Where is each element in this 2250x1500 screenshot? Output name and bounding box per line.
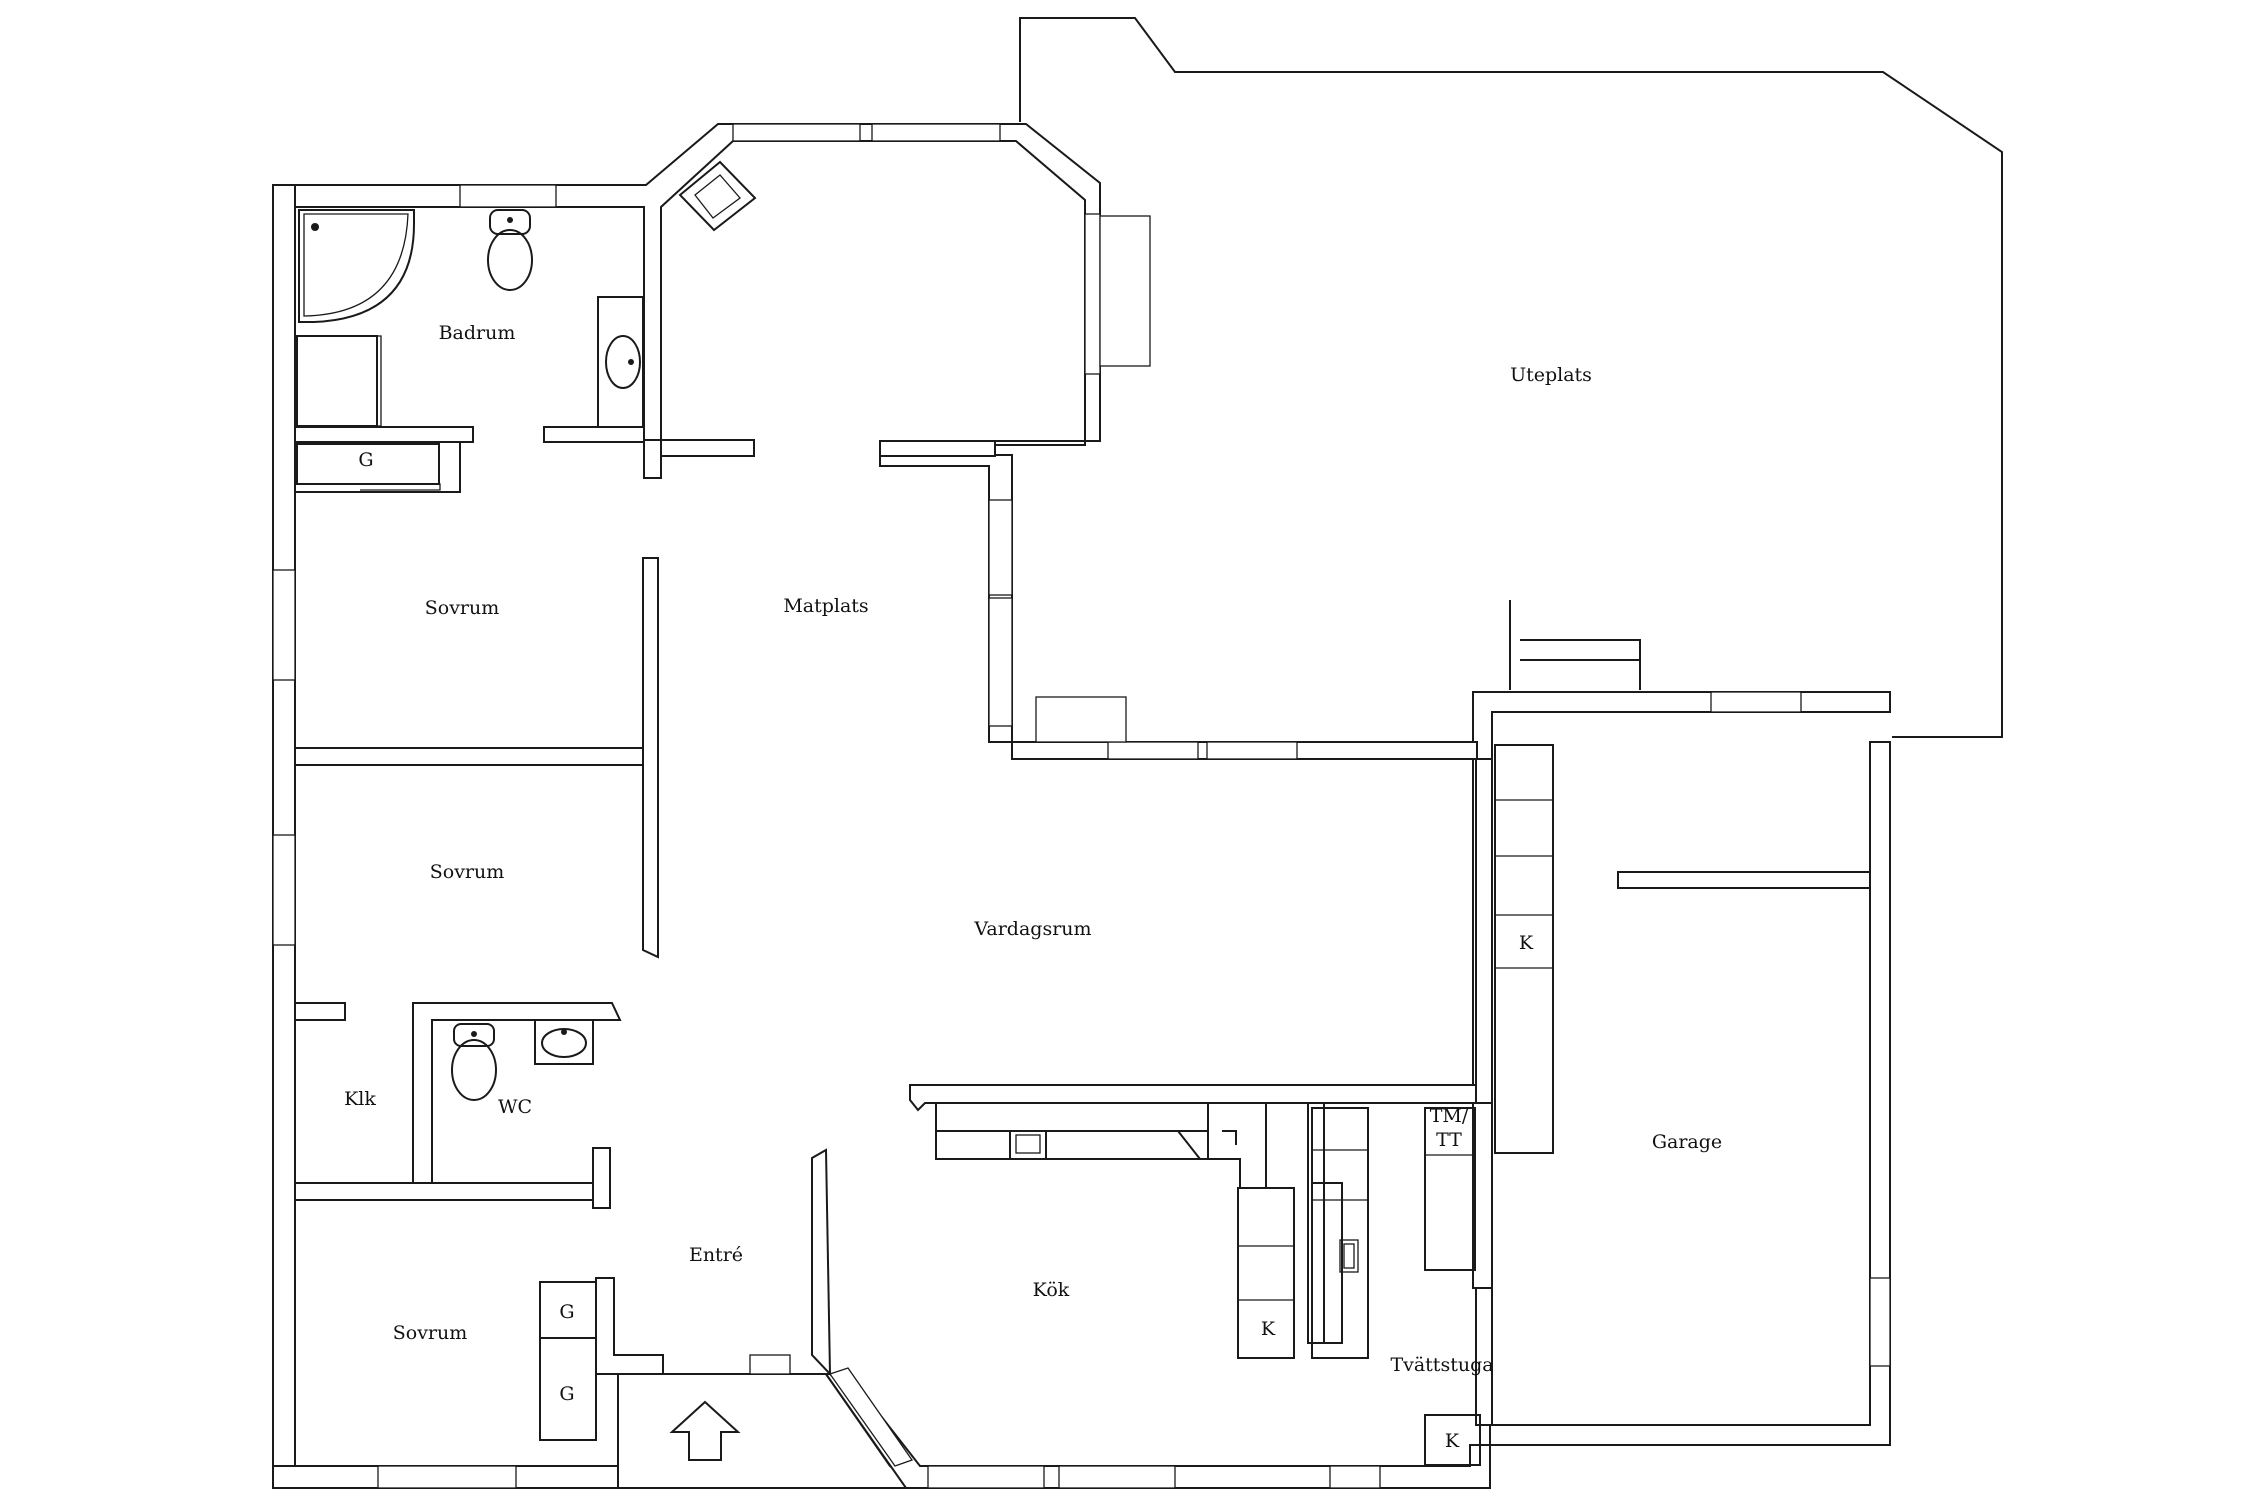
room-label-sovrum-1: Sovrum <box>425 597 500 619</box>
terrace-outline <box>1019 17 2003 738</box>
room-label-vardagsrum: Vardagsrum <box>973 918 1091 940</box>
room-label-kok: Kök <box>1033 1279 1070 1301</box>
corner-bathtub-icon <box>298 209 415 323</box>
fixture-labels: G G G K K K TM/ TT <box>358 449 1533 1452</box>
room-labels: Badrum Matplats Uteplats Sovrum Sovrum V… <box>344 322 1722 1376</box>
room-label-entre: Entré <box>689 1244 743 1266</box>
fixture-label-k-tvatt: K <box>1445 1430 1460 1452</box>
sink-icon <box>597 296 644 428</box>
shower-stall <box>296 335 378 427</box>
room-label-sovrum-3: Sovrum <box>393 1322 468 1344</box>
room-label-klk: Klk <box>344 1088 376 1110</box>
windows <box>272 123 1891 1489</box>
fireplace-icon <box>678 160 757 232</box>
kitchen-counter <box>935 1102 1295 1359</box>
stove-icon <box>1009 1130 1047 1160</box>
room-label-garage: Garage <box>1652 1131 1722 1153</box>
room-label-sovrum-2: Sovrum <box>430 861 505 883</box>
room-label-matplats: Matplats <box>783 595 868 617</box>
exterior-walls <box>272 123 1891 1489</box>
shower-stall-door <box>376 335 382 427</box>
room-label-tvattstuga: Tvättstuga <box>1390 1354 1493 1376</box>
toilet-icon <box>487 209 533 291</box>
entre-wardrobes <box>539 1281 597 1441</box>
room-label-badrum: Badrum <box>439 322 516 344</box>
laundry-fixtures <box>1311 1107 1481 1466</box>
fixture-label-k-kok: K <box>1261 1318 1276 1340</box>
fixture-label-g-entre-2: G <box>559 1383 574 1405</box>
fixture-label-tm-tt-2: TT <box>1436 1129 1462 1151</box>
room-label-wc: WC <box>498 1096 532 1118</box>
garage-shelving <box>1494 744 1554 1154</box>
fixture-label-g-hall: G <box>358 449 373 471</box>
toilet-icon <box>451 1023 497 1101</box>
fixture-label-g-entre-1: G <box>559 1301 574 1323</box>
entrance-arrow-icon <box>669 1400 741 1461</box>
fixture-label-tm-tt-1: TM/ <box>1430 1105 1469 1127</box>
room-label-uteplats: Uteplats <box>1510 364 1592 386</box>
interior-walls <box>294 426 1871 1426</box>
sink-icon <box>534 1019 594 1065</box>
fixture-label-k-garage: K <box>1519 932 1534 954</box>
